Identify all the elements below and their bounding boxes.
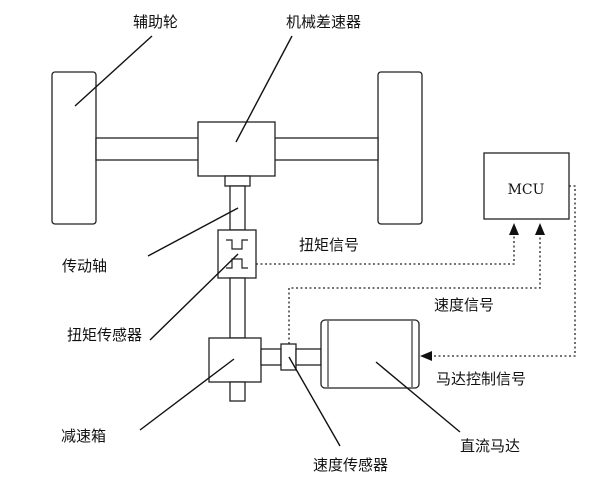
torque-sensor-leader (149, 253, 239, 341)
drive-shaft-middle (229, 277, 246, 339)
right-auxiliary-wheel (377, 71, 423, 225)
torque-sensor-coupling-icon (226, 239, 248, 269)
drive-shaft-lower (229, 381, 246, 402)
differential-output-flange (224, 175, 251, 187)
mcu-label: MCU (508, 182, 545, 198)
drive-shaft-label: 传动轴 (62, 257, 107, 275)
dc-motor-leader (375, 361, 461, 433)
differential-leader (235, 35, 293, 143)
speed-sensor-label: 速度传感器 (313, 456, 388, 474)
torque-signal-label: 扭矩信号 (299, 236, 359, 254)
motor-shaft-right (295, 348, 322, 366)
motor-control-signal-arrow (420, 351, 432, 361)
speed-signal-label: 速度信号 (434, 296, 494, 314)
torque-signal-line (256, 232, 515, 265)
motor-shaft-left (260, 348, 282, 366)
torque-signal-arrow (509, 223, 519, 235)
dc-motor-label: 直流马达 (460, 437, 520, 455)
speed-signal-line (288, 232, 541, 344)
drive-shaft-leader (147, 207, 239, 257)
aux-wheel-label: 辅助轮 (133, 13, 178, 31)
mechanical-differential (197, 121, 276, 177)
speed-signal-arrow (535, 223, 545, 235)
dc-motor-body (320, 319, 420, 389)
left-auxiliary-wheel (51, 71, 97, 225)
torque-sensor-label: 扭矩传感器 (67, 326, 142, 344)
motor-control-signal-label: 马达控制信号 (436, 370, 526, 388)
differential-label: 机械差速器 (286, 13, 361, 31)
speed-sensor-leader (288, 356, 341, 447)
aux-wheel-leader (74, 35, 153, 107)
reducer-label: 减速箱 (61, 427, 106, 445)
reducer-gearbox (208, 337, 262, 383)
motor-control-signal-line (430, 185, 576, 357)
reducer-leader (139, 358, 235, 431)
